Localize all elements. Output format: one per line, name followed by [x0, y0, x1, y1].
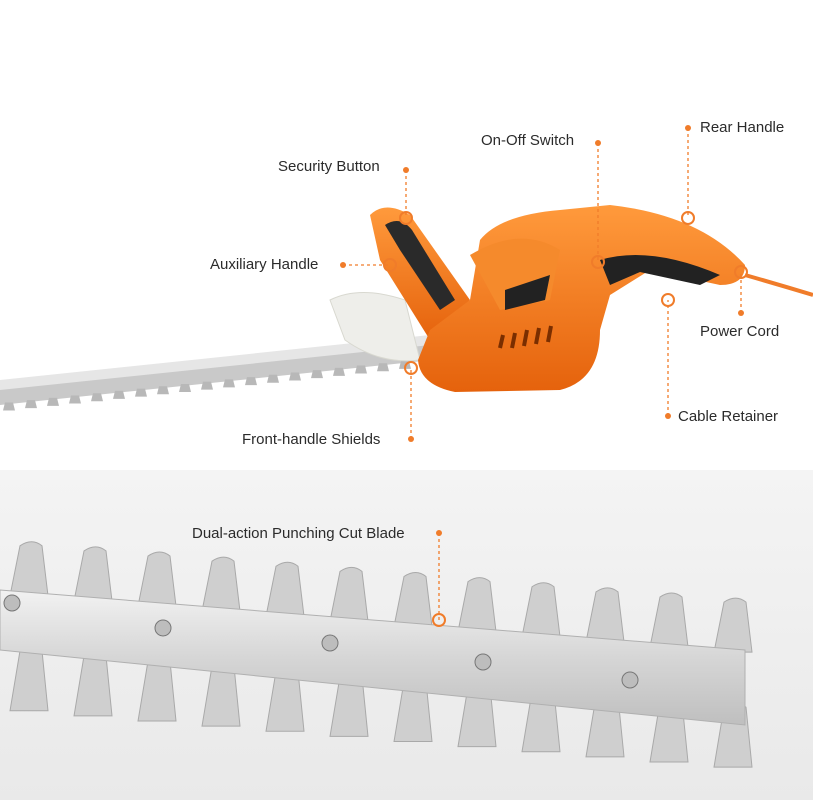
- label-cable-retainer: Cable Retainer: [678, 408, 779, 425]
- blade-tooth: [135, 388, 147, 397]
- blade-tooth: [649, 592, 689, 648]
- blade-tooth: [201, 556, 241, 612]
- label-security-button: Security Button: [278, 158, 380, 175]
- label-on-off-switch: On-Off Switch: [481, 132, 575, 149]
- blade-bolt: [3, 594, 21, 612]
- power-cord: [744, 273, 813, 297]
- trimmer-body: [370, 205, 745, 392]
- callout-targets: [383, 211, 748, 627]
- blade-tooth: [713, 597, 753, 653]
- blade-tooth: [265, 561, 305, 617]
- blade-tooth: [289, 372, 301, 381]
- blade-tooth: [393, 572, 433, 628]
- blade-tooth: [201, 381, 213, 390]
- blade-tooth: [333, 367, 345, 376]
- blade-tooth: [113, 390, 125, 399]
- blade-tooth: [355, 365, 367, 374]
- label-power-cord: Power Cord: [700, 323, 780, 340]
- blade-tooth: [377, 363, 389, 372]
- blade-bolt: [321, 634, 339, 652]
- label-front-handle-shields: Front-handle Shields: [242, 431, 381, 448]
- blade-tooth: [69, 395, 81, 404]
- blade-tooth: [47, 397, 59, 406]
- blade-tooth: [73, 546, 113, 602]
- blade-tooth: [91, 393, 103, 402]
- blade-tooth: [9, 541, 49, 597]
- trimmer-blade-closeup: [0, 541, 753, 768]
- blade-tooth: [137, 551, 177, 607]
- blade-tooth: [3, 402, 15, 411]
- trimmer-blade-small: [0, 335, 432, 411]
- blade-tooth: [329, 566, 369, 622]
- blade-tooth: [245, 377, 257, 386]
- blade-tooth: [267, 374, 279, 383]
- label-auxiliary-handle: Auxiliary Handle: [210, 256, 319, 273]
- blade-bolt: [154, 619, 172, 637]
- blade-tooth: [179, 383, 191, 392]
- blade-bolt: [474, 653, 492, 671]
- label-blade: Dual-action Punching Cut Blade: [192, 525, 405, 542]
- blade-tooth: [457, 577, 497, 633]
- label-rear-handle: Rear Handle: [700, 119, 785, 136]
- blade-tooth: [521, 582, 561, 638]
- blade-tooth: [25, 400, 37, 409]
- blade-bolt: [621, 671, 639, 689]
- callout-lines: [343, 128, 742, 620]
- blade-tooth: [223, 379, 235, 388]
- blade-tooth: [311, 370, 323, 379]
- callout-dots: [340, 125, 744, 536]
- blade-tooth: [157, 386, 169, 395]
- blade-tooth: [585, 587, 625, 643]
